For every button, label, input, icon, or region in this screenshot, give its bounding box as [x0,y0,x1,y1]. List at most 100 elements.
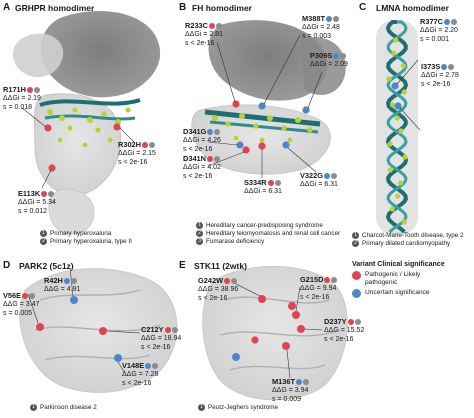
mutation-label: R171H ΔΔGi = 2.19 s = 0.018 [3,85,41,111]
interface-residue [398,180,404,186]
uncertain-badge [296,379,303,385]
disease-number-badge [331,173,338,179]
mutation-label: D341G ΔΔGi = 4.26 s < 2e-16 [183,127,221,153]
stk11-structure [202,266,348,401]
mutation-label: R233C ΔΔGi = 2.81 s < 2e-16 [185,21,223,47]
disease-number-badge [48,191,55,197]
interface-residue [393,37,399,43]
pathogenic-badge [267,180,274,186]
pathogenic-badge [209,23,216,29]
panel-title-a: GRHPR homodimer [15,3,95,13]
interface-residue [394,115,400,121]
legend-row-pathogenic: Pathogenic / Likely pathogenic [352,271,445,287]
interface-residue [387,167,393,173]
interface-residue [398,128,404,134]
mutation-label: D341N ΔΔGi = 4.02 s < 2e-16 [183,154,221,180]
interface-residue [401,89,407,95]
mutation-label: R377C ΔΔGi = 2.20 s = 0.001 [420,17,458,43]
disease-number-badge [333,16,340,22]
interface-residue [400,63,406,69]
disease-number-badge [231,278,238,284]
disease-number-badge [340,53,347,59]
disease-number-badge [216,23,223,29]
panel-title-c: LMNA homodimer [376,3,449,13]
interface-residue [395,193,401,199]
disease-number-badge [331,277,338,283]
panel-letter-c: C [359,2,367,13]
disease-number-badge [354,319,361,325]
pathogenic-badge [224,278,231,284]
mutation-label: R42H ΔΔG = 4.91 [44,276,81,294]
disease-number-badge [29,293,36,299]
mutation-label: M136T ΔΔG = 3.94 s = 0.009 [272,377,310,403]
pathogenic-badge [27,87,34,93]
mutation-label: S334R ΔΔGi = 6.31 [244,178,282,196]
interface-residue [387,141,393,147]
pathogenic-badge [207,156,214,162]
panel-letter-d: D [3,260,11,271]
disease-number-badge [448,64,455,70]
mutation-label: E113K ΔΔGi = 5.34 s = 0.012 [18,189,56,215]
variant-legend-title: Variant Clinical significance [352,261,445,268]
mutation-label: I373S ΔΔGi = 2.78 s < 2e-16 [421,62,459,88]
disease-number-badge [214,156,221,162]
pathogenic-badge [347,319,354,325]
panel-title-e: STK11 (2wtk) [194,261,247,271]
interface-residue [389,206,395,212]
disease-number-badge [451,19,458,25]
disease-number-badge [274,180,281,186]
pathogenic-badge [22,293,29,299]
interface-residue [390,102,396,108]
pathogenic-badge [41,191,48,197]
uncertain-badge [444,19,451,25]
mutation-label: V148E ΔΔG = 7.28 s < 2e-16 [122,361,159,387]
mutation-label: R302H ΔΔGi = 2.15 s < 2e-16 [118,140,156,166]
uncertain-badge [333,53,340,59]
uncertain-icon [352,289,361,298]
mutation-label: G242W ΔΔG = 38.96 s < 2e-16 [198,276,239,302]
uncertain-badge [441,64,448,70]
mutation-label: G215D ΔΔG = 9.94 s < 2e-16 [300,275,338,301]
disease-number-badge [171,327,178,333]
disease-number-badge [303,379,310,385]
mutation-label: D237Y ΔΔG = 15.52 s < 2e-16 [324,317,365,343]
pathogenic-badge [324,277,331,283]
mutation-label: C212Y ΔΔG = 18.94 s < 2e-16 [141,325,182,351]
uncertain-badge [145,363,152,369]
uncertain-badge [207,129,214,135]
pathogenic-badge [164,327,171,333]
disease-number-badge [152,363,159,369]
lmna-structure [376,20,421,235]
panel-title-b: FH homodimer [192,3,252,13]
panel-letter-a: A [3,2,11,13]
variant-significance-legend: Variant Clinical significance Pathogenic… [352,261,445,300]
uncertain-badge [326,16,333,22]
mutation-label: V322G ΔΔGi = 6.31 [300,171,338,189]
interface-residue [391,50,397,56]
panel-letter-b: B [179,2,187,13]
fh-structure [191,20,346,178]
legend-row-uncertain: Uncertain significance [352,289,445,298]
disease-number-badge [70,278,77,284]
disease-number-badge [149,142,156,148]
mutation-label: M388T ΔΔGi = 2.48 s = 0.003 [302,14,340,40]
disease-number-badge [214,129,221,135]
uncertain-badge [63,278,70,284]
panel-title-d: PARK2 (5c1z) [19,261,74,271]
mutation-label: P309S ΔΔGi = 2.09 [310,51,348,69]
interface-residue [386,76,392,82]
interface-residue [401,219,407,225]
interface-residue [402,154,408,160]
disease-number-badge [34,87,41,93]
grhpr-structure [12,11,161,235]
pathogenic-icon [352,271,361,280]
mutation-label: V56E ΔΔG = 3.47 s = 0.005 [3,291,40,317]
uncertain-badge [324,173,331,179]
panel-letter-e: E [179,260,186,271]
